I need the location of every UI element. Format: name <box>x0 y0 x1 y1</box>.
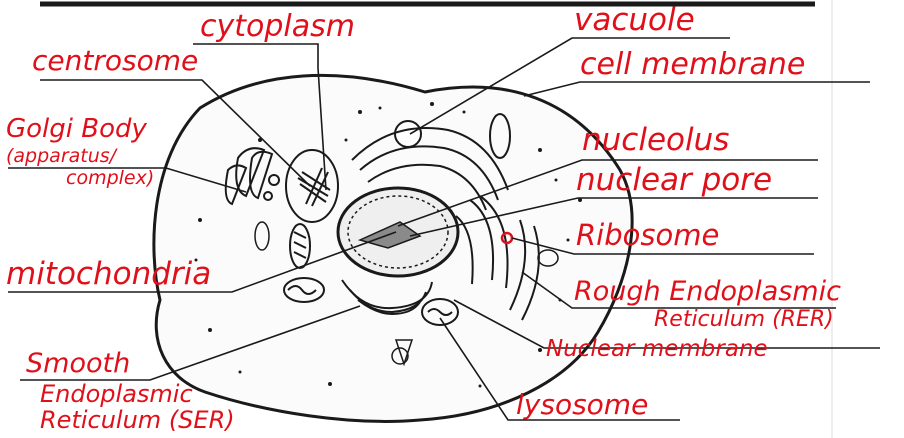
label-cytoplasm: cytoplasm <box>200 9 355 44</box>
label-nucleolus: nucleolus <box>582 122 729 158</box>
label-mitochondria: mitochondria <box>6 256 211 292</box>
label-nuclear-membrane: Nuclear membrane <box>546 336 768 362</box>
label-golgi-complex: complex) <box>66 167 154 189</box>
label-rer-reticulum: Reticulum (RER) <box>654 307 834 332</box>
label-ser-reticulum: Reticulum (SER) <box>40 406 235 434</box>
label-rer-rough: Rough Endoplasmic <box>574 276 841 307</box>
label-ser-smooth: Smooth <box>26 348 130 379</box>
label-ribosome: Ribosome <box>576 218 719 252</box>
label-ser-endoplasmic: Endoplasmic <box>40 380 193 408</box>
label-golgi-body: Golgi Body <box>6 114 148 144</box>
nucleus <box>338 188 458 276</box>
label-centrosome: centrosome <box>32 44 198 77</box>
label-nuclear-pore: nuclear pore <box>576 162 772 198</box>
label-vacuole: vacuole <box>574 2 695 38</box>
label-lysosome: lysosome <box>516 388 648 421</box>
vacuole <box>395 121 421 147</box>
label-golgi-apparatus: (apparatus/ <box>6 145 119 167</box>
label-cell-membrane: cell membrane <box>580 47 805 82</box>
